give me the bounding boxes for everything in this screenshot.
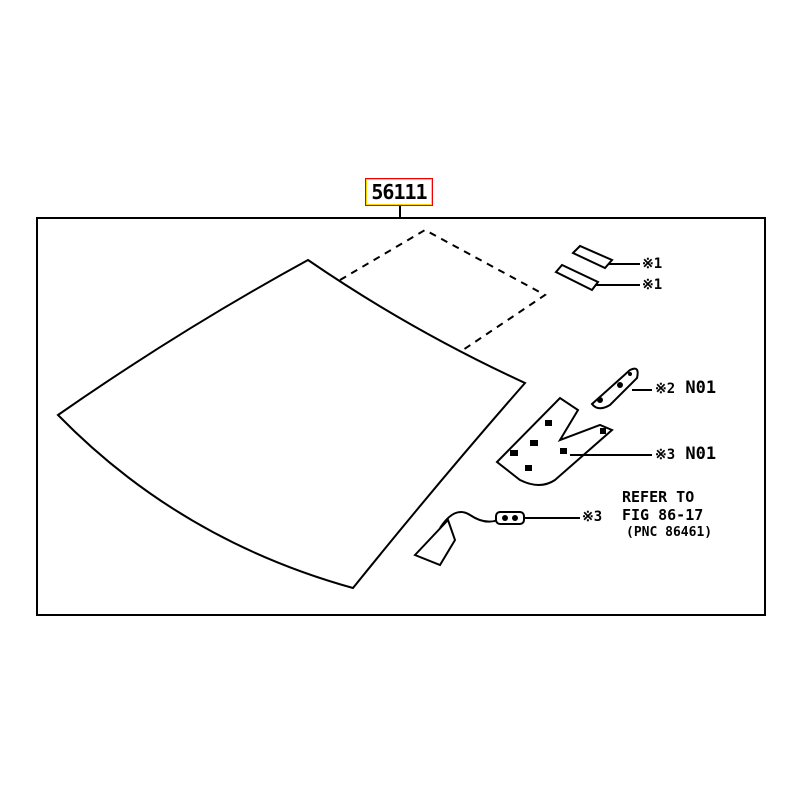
callout-mark: ※3 <box>582 509 603 525</box>
dashed-placement-line <box>339 228 547 353</box>
reference-note: REFER TO FIG 86-17 (PNC 86461) <box>622 488 712 542</box>
tape-1 <box>571 244 640 270</box>
bracket-n01-small <box>590 367 652 410</box>
callout-code: N01 <box>685 444 717 464</box>
callout-mark: ※1 <box>642 256 663 272</box>
callout-tape-2[interactable]: ※1 <box>642 277 662 293</box>
callout-bracket-small[interactable]: ※2 N01 <box>655 378 716 398</box>
callout-bracket-large[interactable]: ※3 N01 <box>655 444 716 464</box>
callout-sensor[interactable]: ※3 <box>582 509 602 525</box>
reference-line-1: REFER TO <box>622 488 695 506</box>
tape-2 <box>554 263 640 292</box>
part-number-label[interactable]: 56111 <box>365 178 433 206</box>
windshield-glass <box>56 258 527 590</box>
callout-code: N01 <box>685 378 717 398</box>
callout-mark: ※2 <box>655 381 676 397</box>
callout-mark: ※1 <box>642 277 663 293</box>
callout-tape-1[interactable]: ※1 <box>642 256 662 272</box>
sensor-part <box>413 511 580 567</box>
reference-line-2: FIG 86-17 <box>622 506 704 524</box>
reference-line-3: (PNC 86461) <box>626 525 713 540</box>
bracket-n01-large <box>495 396 652 486</box>
callout-mark: ※3 <box>655 447 676 463</box>
